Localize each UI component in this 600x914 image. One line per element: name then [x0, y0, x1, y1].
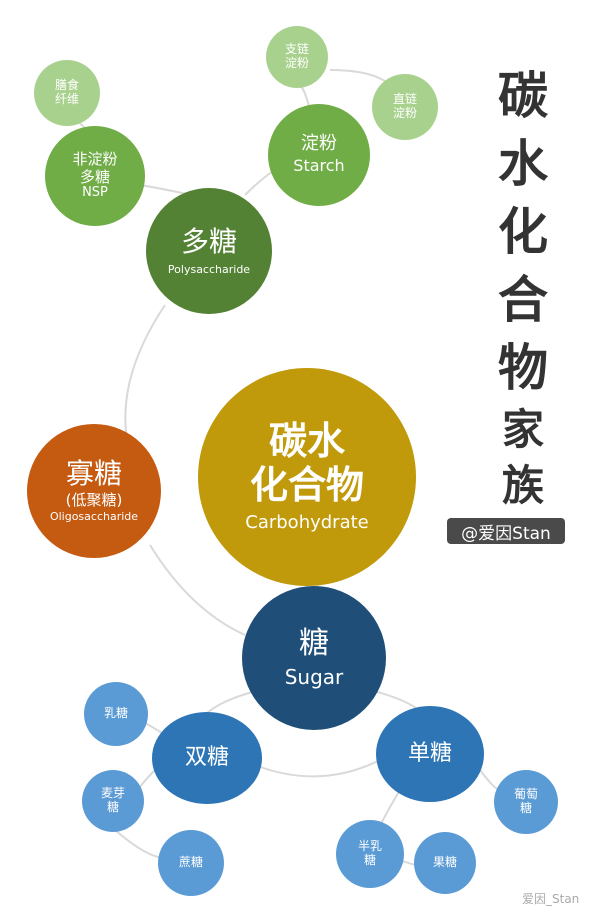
node-lactose: 乳糖: [84, 682, 148, 746]
disaccharide-zh: 双糖: [184, 745, 229, 771]
title-char-6: 家: [501, 405, 544, 454]
starch-zh: 淀粉: [301, 133, 337, 155]
oligo-en: Oligosaccharide: [49, 510, 139, 524]
node-sucrose: 蔗糖: [158, 830, 224, 896]
author-badge: @爱因Stan: [447, 518, 565, 544]
node-glucose: 葡萄 糖: [494, 770, 558, 834]
glucose-line1: 葡萄: [513, 787, 538, 802]
sucrose-zh: 蔗糖: [178, 855, 203, 870]
node-galactose: 半乳 糖: [336, 820, 404, 888]
node-fructose: 果糖: [414, 832, 476, 894]
node-carbohydrate: 碳水 化合物 Carbohydrate: [198, 368, 416, 586]
node-starch: 淀粉 Starch: [268, 104, 370, 206]
node-disaccharide: 双糖: [152, 712, 262, 804]
branched-line1: 支链: [284, 42, 309, 57]
vertical-title: 碳 水 化 合 物 家 族: [488, 62, 558, 514]
nsp-line1: 非淀粉: [72, 150, 118, 169]
carbohydrate-line1: 碳水: [268, 418, 345, 463]
galactose-line2: 糖: [363, 853, 376, 867]
node-polysaccharide: 多糖 Polysaccharide: [146, 188, 272, 314]
link-oligo-sugar: [149, 544, 246, 636]
title-char-5: 物: [498, 339, 548, 397]
title-char-7: 族: [501, 461, 544, 510]
carbohydrate-en: Carbohydrate: [245, 512, 369, 534]
lactose-zh: 乳糖: [103, 706, 128, 721]
watermark: 爱因_Stan: [522, 892, 580, 906]
node-maltose: 麦芽 糖: [82, 770, 144, 832]
carbohydrate-line2: 化合物: [249, 462, 364, 507]
maltose-line1: 麦芽: [100, 786, 125, 801]
fructose-zh: 果糖: [432, 855, 457, 870]
monosaccharide-zh: 单糖: [407, 741, 452, 767]
oligo-zh: 寡糖: [65, 456, 122, 490]
nsp-line2: 多糖: [79, 167, 110, 186]
node-branched-starch: 支链 淀粉: [266, 26, 328, 88]
link-di-mono: [254, 759, 381, 778]
linear-line1: 直链: [392, 92, 417, 107]
node-dietary-fiber: 膳食 纤维: [34, 60, 100, 126]
starch-en: Starch: [293, 156, 345, 176]
branched-line2: 淀粉: [284, 56, 309, 70]
poly-zh: 多糖: [180, 224, 237, 258]
poly-en: Polysaccharide: [167, 262, 251, 276]
maltose-line2: 糖: [106, 800, 119, 814]
nsp-en: NSP: [82, 184, 108, 200]
linear-line2: 淀粉: [392, 106, 417, 120]
link-poly-oligo: [124, 304, 166, 446]
fiber-line2: 纤维: [54, 92, 79, 106]
node-oligosaccharide: 寡糖 (低聚糖) Oligosaccharide: [27, 424, 161, 558]
node-nsp: 非淀粉 多糖 NSP: [45, 126, 145, 226]
title-char-1: 碳: [498, 67, 548, 125]
node-monosaccharide: 单糖: [376, 706, 484, 802]
sugar-zh: 糖: [299, 626, 329, 662]
sugar-en: Sugar: [284, 664, 344, 689]
glucose-line2: 糖: [519, 801, 532, 815]
fiber-line1: 膳食: [54, 78, 79, 93]
node-linear-starch: 直链 淀粉: [372, 74, 438, 140]
oligo-sub: (低聚糖): [65, 491, 123, 510]
node-sugar: 糖 Sugar: [242, 586, 386, 730]
title-char-2: 水: [498, 135, 548, 193]
title-char-3: 化: [498, 203, 548, 261]
title-char-4: 合: [498, 271, 548, 329]
galactose-line1: 半乳: [357, 839, 382, 854]
